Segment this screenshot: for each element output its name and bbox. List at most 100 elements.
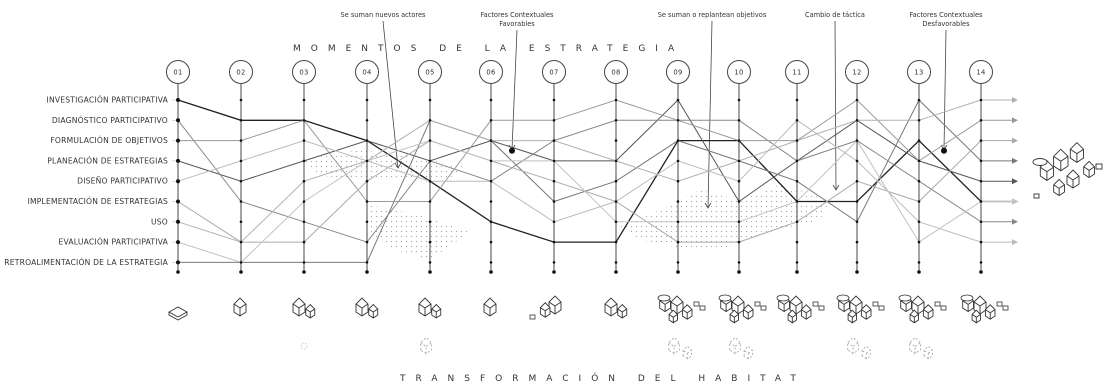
- moment-circle: [542, 60, 566, 84]
- stage-label: DISEÑO PARTICIPATIVO: [77, 177, 168, 186]
- hatched-area: [300, 150, 470, 182]
- strategy-path: [177, 99, 1012, 243]
- habitat-stage-11: [776, 294, 825, 324]
- grid-node: [979, 179, 983, 183]
- grid-node: [795, 240, 799, 244]
- grid-node: [676, 159, 680, 163]
- annotation-text: Se suman o replantean objetivos: [658, 11, 767, 19]
- grid-node: [302, 179, 306, 183]
- grid-node: [795, 139, 799, 142]
- house-icon: [233, 297, 247, 317]
- slab-icon: [168, 306, 188, 321]
- grid-node: [428, 179, 432, 183]
- block-icon: [872, 301, 879, 307]
- moment-circle: [604, 60, 628, 84]
- grid-node: [239, 200, 243, 203]
- tank-icon: [960, 294, 974, 302]
- grid-node: [239, 261, 243, 264]
- house-icon: [861, 345, 871, 360]
- house-icon: [668, 309, 678, 324]
- grid-node: [176, 260, 180, 265]
- path-arrow: [1012, 198, 1018, 205]
- axis-end-dot: [676, 270, 680, 274]
- grid-node: [614, 98, 618, 102]
- highlight-nodes: [509, 147, 947, 154]
- grid-node: [795, 200, 799, 203]
- hatch-areas: [300, 150, 830, 260]
- house-icon: [909, 336, 921, 355]
- grid-node: [614, 139, 618, 142]
- tank-icon: [718, 294, 732, 302]
- grid-node: [979, 119, 983, 122]
- grid-node: [428, 261, 432, 264]
- grid-node: [855, 179, 859, 183]
- axis-end-dot: [365, 270, 369, 274]
- grid-node: [737, 240, 741, 244]
- grid-node: [614, 159, 618, 163]
- strategy-path: [177, 140, 1012, 243]
- axis-end-dot: [855, 270, 859, 274]
- grid-node: [489, 220, 493, 224]
- moment-label: 12: [852, 69, 861, 77]
- habitat-stage-2: [233, 297, 247, 317]
- moment-label: 14: [976, 69, 985, 77]
- grid-node: [552, 159, 556, 163]
- tank-icon: [898, 294, 912, 302]
- annotation-leader: [834, 20, 837, 191]
- moment-label: 08: [611, 69, 620, 77]
- grid-node: [552, 261, 556, 264]
- path-arrow: [1012, 178, 1018, 185]
- grid-node: [489, 240, 493, 244]
- house-icon: [681, 304, 693, 320]
- house-icon: [1039, 159, 1054, 181]
- axis-end-dot: [614, 270, 618, 274]
- annotation-leader: [382, 20, 399, 169]
- highlight-node: [509, 147, 515, 154]
- block-icon: [1033, 193, 1040, 199]
- moment-circle: [907, 60, 931, 84]
- axis-end-dot: [795, 270, 799, 274]
- house-icon: [800, 304, 812, 320]
- annotation-leader: [943, 29, 947, 151]
- grid-node: [979, 220, 983, 224]
- grid-node: [365, 98, 369, 102]
- grid-node: [552, 200, 556, 203]
- grid-node: [365, 220, 369, 224]
- grid-node: [614, 240, 618, 244]
- annotation-text: Favorables: [499, 20, 535, 28]
- moment-label: 03: [299, 69, 308, 77]
- grid-node: [302, 200, 306, 203]
- grid-node: [302, 220, 306, 224]
- annotation-text: Cambio de táctica: [805, 11, 865, 19]
- moment-circle: [166, 60, 190, 84]
- annotation-text: Factores Contextuales: [909, 11, 983, 19]
- grid-node: [855, 139, 859, 142]
- grid-node: [302, 98, 306, 102]
- grid-node: [428, 200, 432, 203]
- habitat-stage-5: [418, 297, 442, 355]
- moments-title: MOMENTOS DE LA ESTRATEGIA: [293, 44, 684, 54]
- grid-node: [365, 119, 369, 122]
- grid-node: [795, 179, 799, 183]
- grid-node: [855, 200, 859, 203]
- house-icon: [860, 304, 872, 320]
- ghost-mark: [300, 342, 308, 350]
- grid-node: [552, 98, 556, 102]
- grid-node: [428, 139, 432, 142]
- grid-node: [239, 119, 243, 122]
- grid-node: [489, 98, 493, 102]
- strategy-path: [177, 99, 1012, 203]
- grid-node: [979, 139, 983, 142]
- moment-label: 02: [236, 69, 245, 77]
- block-icon: [934, 301, 941, 307]
- grid-node: [614, 200, 618, 203]
- grid-node: [365, 200, 369, 203]
- moment-circle: [418, 60, 442, 84]
- axis-end-dot: [428, 270, 432, 274]
- grid-node: [302, 159, 306, 163]
- house-icon: [355, 297, 369, 317]
- grid-node: [855, 119, 859, 122]
- stage-label: USO: [151, 217, 168, 226]
- grid-node: [365, 179, 369, 183]
- axis-end-dot: [239, 270, 243, 274]
